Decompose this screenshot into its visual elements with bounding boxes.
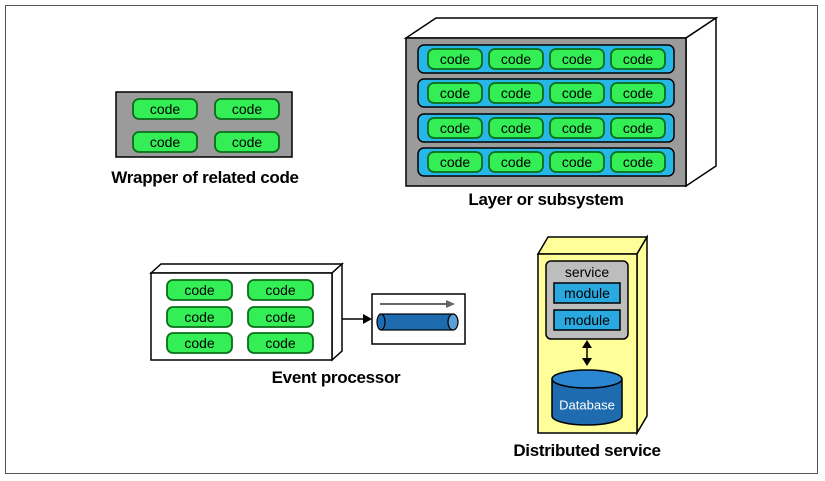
code-label: code [501, 154, 532, 170]
layer-top-face [403, 17, 719, 39]
code-label: code [184, 309, 215, 325]
code-block: code [488, 151, 544, 173]
code-block: code [427, 82, 483, 104]
event-caption: Event processor [272, 368, 401, 387]
code-block: code [549, 48, 605, 70]
code-label: code [623, 51, 654, 67]
code-block: code [610, 117, 666, 139]
code-label: code [150, 101, 181, 117]
code-block: code [132, 98, 198, 120]
code-block: code [610, 82, 666, 104]
code-label: code [440, 51, 471, 67]
code-label: code [501, 51, 532, 67]
db-link-arrow-down [582, 358, 592, 366]
code-block: code [610, 151, 666, 173]
event-processor-group: code code code code code code Event processor [149, 262, 466, 387]
code-block: code [427, 48, 483, 70]
service-box-top [536, 236, 649, 255]
wrapper-code-blocks: code code code code [132, 98, 280, 153]
code-label: code [562, 154, 593, 170]
code-block: code [427, 151, 483, 173]
code-label: code [232, 134, 263, 150]
event-box-top [149, 263, 344, 274]
layer-caption: Layer or subsystem [468, 190, 623, 209]
code-block: code [132, 131, 198, 153]
code-block: code [488, 48, 544, 70]
code-block: code [247, 279, 314, 301]
distributed-service-group: service module module Database Distribut… [513, 234, 661, 460]
code-label: code [501, 85, 532, 101]
code-label: code [265, 335, 296, 351]
code-label: code [562, 120, 593, 136]
module-label-2: module [564, 312, 610, 328]
code-block: code [427, 117, 483, 139]
code-block: code [549, 117, 605, 139]
code-label: code [623, 120, 654, 136]
code-block: code [247, 332, 314, 354]
wrapper-group: code code code code Wrapper of related code [111, 91, 299, 187]
code-label: code [440, 154, 471, 170]
code-label: code [562, 51, 593, 67]
db-link-arrow-up [582, 340, 592, 348]
code-label: code [501, 120, 532, 136]
distributed-caption: Distributed service [513, 441, 660, 460]
code-label: code [184, 335, 215, 351]
code-block: code [247, 306, 314, 328]
layer-side-face [685, 16, 717, 188]
wrapper-caption: Wrapper of related code [111, 168, 298, 187]
code-label: code [265, 282, 296, 298]
code-label: code [232, 101, 263, 117]
code-label: code [184, 282, 215, 298]
layer-rows: code code code code code code code code code code… [417, 44, 675, 177]
code-block: code [488, 82, 544, 104]
code-block: code [549, 82, 605, 104]
code-block: code [166, 306, 233, 328]
database-label: Database [559, 398, 615, 413]
code-label: code [562, 85, 593, 101]
queue-flow-arrow [446, 300, 455, 308]
code-block: code [166, 332, 233, 354]
module-label-1: module [564, 285, 610, 301]
module-box-1 [553, 282, 621, 304]
service-box-side [636, 234, 648, 436]
code-label: code [265, 309, 296, 325]
queue-pipe-icon [376, 313, 459, 331]
layer-group: code code code code code code code code code code… [403, 16, 719, 209]
event-code-blocks: code code code code code code [166, 279, 314, 354]
code-block: code [549, 151, 605, 173]
code-block: code [166, 279, 233, 301]
code-block: code [214, 98, 280, 120]
code-block: code [610, 48, 666, 70]
code-label: code [440, 120, 471, 136]
event-arrow-head [363, 314, 372, 324]
service-title: service [565, 264, 610, 280]
event-box-side [331, 262, 343, 362]
code-block: code [488, 117, 544, 139]
code-label: code [623, 85, 654, 101]
code-label: code [623, 154, 654, 170]
code-block: code [214, 131, 280, 153]
code-label: code [150, 134, 181, 150]
database-icon [551, 369, 623, 426]
module-box-2 [553, 309, 621, 331]
code-label: code [440, 85, 471, 101]
